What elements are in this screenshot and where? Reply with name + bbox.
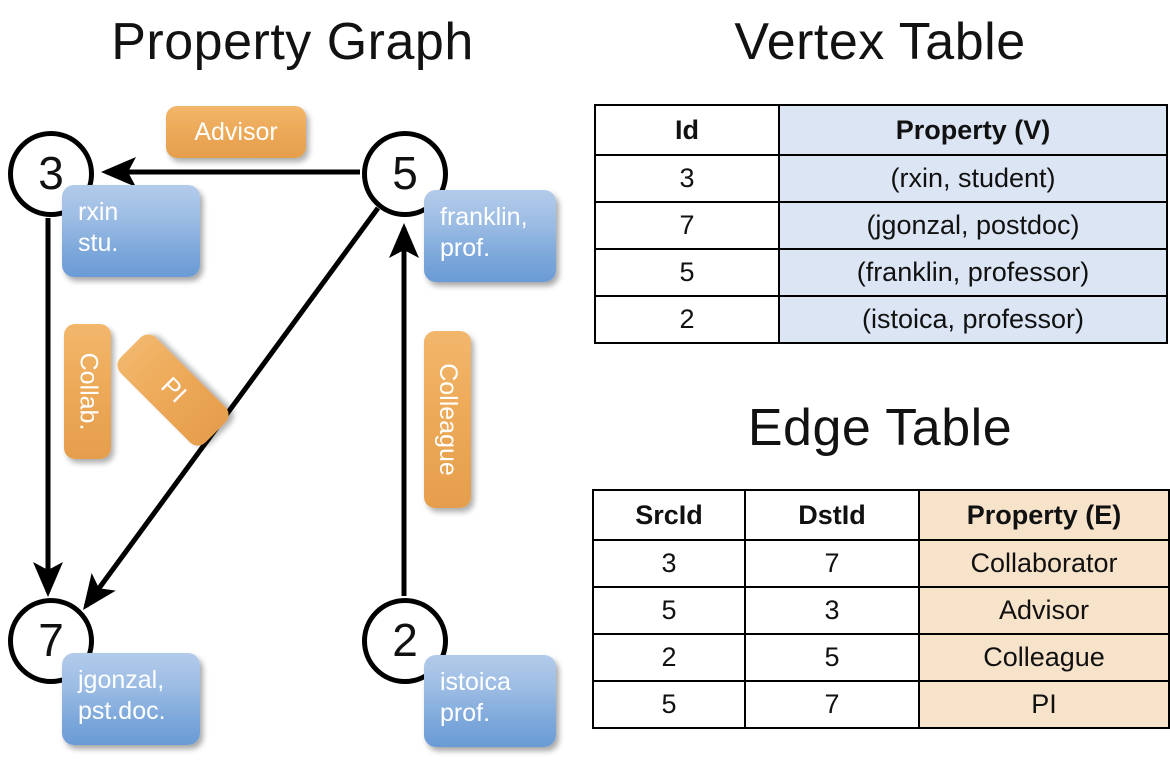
edge-table-cell-dstid: 7	[744, 680, 920, 729]
page-title-vertex-table: Vertex Table	[734, 13, 1026, 71]
edge-property-callout-collab: Collab.	[64, 324, 111, 459]
vertex-table: Id Property (V) 3 (rxin, student) 7 (jgo…	[594, 104, 1168, 344]
table-row[interactable]: 5 7 PI	[592, 680, 1170, 729]
edge-table-cell-property: Colleague	[918, 633, 1170, 682]
table-row[interactable]: 3 (rxin, student)	[594, 154, 1168, 203]
graph-vertex-5[interactable]: 5	[362, 131, 448, 217]
edge-table-cell-dstid: 5	[744, 633, 920, 682]
edge-property-callout-colleague-text: Colleague	[434, 363, 462, 476]
edge-property-callout-collab-text: Collab.	[74, 352, 103, 431]
page-title-edge-table: Edge Table	[747, 399, 1013, 457]
edge-table-col-srcid: SrcId	[592, 489, 746, 541]
vertex-table-cell-property: (franklin, professor)	[778, 248, 1168, 297]
vertex-table-header-row: Id Property (V)	[594, 104, 1168, 156]
vertex-property-callout-rxin: rxin stu.	[62, 185, 200, 277]
graph-vertex-2-label: 2	[392, 614, 418, 667]
edge-table-col-property: Property (E)	[918, 489, 1170, 541]
vertex-table-cell-property: (jgonzal, postdoc)	[778, 201, 1168, 250]
vertex-table-cell-id: 7	[594, 201, 780, 250]
edge-property-callout-colleague: Colleague	[424, 331, 471, 508]
table-row[interactable]: 3 7 Collaborator	[592, 539, 1170, 588]
graph-vertex-7-label: 7	[38, 614, 64, 667]
edge-table-cell-srcid: 3	[592, 539, 746, 588]
edge-table-header-row: SrcId DstId Property (E)	[592, 489, 1170, 541]
edge-table-cell-dstid: 3	[744, 586, 920, 635]
table-row[interactable]: 7 (jgonzal, postdoc)	[594, 201, 1168, 250]
edge-table-col-dstid: DstId	[744, 489, 920, 541]
vertex-table-cell-property: (istoica, professor)	[778, 295, 1168, 344]
vertex-table-cell-id: 3	[594, 154, 780, 203]
edge-5-to-7	[83, 206, 381, 611]
edge-table-cell-srcid: 5	[592, 680, 746, 729]
edge-property-callout-pi-text: PI	[155, 371, 192, 408]
vertex-property-callout-istoica: istoica prof.	[424, 655, 556, 747]
table-row[interactable]: 5 (franklin, professor)	[594, 248, 1168, 297]
page-title-property-graph: Property Graph	[111, 13, 474, 71]
vertex-table-cell-id: 2	[594, 295, 780, 344]
edge-table-cell-property: Collaborator	[918, 539, 1170, 588]
graph-vertex-5-label: 5	[392, 147, 418, 200]
edge-table-cell-property: Advisor	[918, 586, 1170, 635]
graph-vertex-2[interactable]: 2	[362, 598, 448, 684]
graph-vertex-3-label: 3	[38, 147, 64, 200]
edge-table-cell-srcid: 5	[592, 586, 746, 635]
vertex-property-callout-jgonzal: jgonzal, pst.doc.	[62, 653, 200, 745]
edge-property-callout-advisor: Advisor	[166, 106, 306, 158]
property-graph-diagram: 3 5 7 2 rxin stu. franklin, prof. jgonza…	[8, 106, 556, 747]
edge-table: SrcId DstId Property (E) 3 7 Collaborato…	[592, 489, 1170, 729]
edge-table-cell-dstid: 7	[744, 539, 920, 588]
vertex-table-cell-property: (rxin, student)	[778, 154, 1168, 203]
vertex-table-col-id: Id	[594, 104, 780, 156]
vertex-table-cell-id: 5	[594, 248, 780, 297]
table-row[interactable]: 2 5 Colleague	[592, 633, 1170, 682]
edge-property-callout-advisor-text: Advisor	[194, 117, 278, 146]
table-row[interactable]: 2 (istoica, professor)	[594, 295, 1168, 344]
edge-table-cell-srcid: 2	[592, 633, 746, 682]
vertex-property-callout-franklin: franklin, prof.	[424, 190, 556, 282]
edge-table-cell-property: PI	[918, 680, 1170, 729]
graph-edges-svg	[33, 157, 419, 611]
table-row[interactable]: 5 3 Advisor	[592, 586, 1170, 635]
vertex-table-col-property: Property (V)	[778, 104, 1168, 156]
